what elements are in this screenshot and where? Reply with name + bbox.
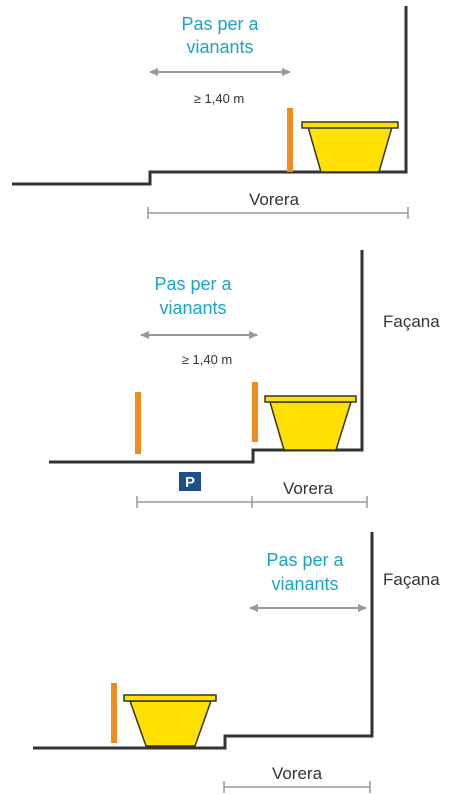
pedestrian-label-line2: vianants	[186, 37, 253, 57]
street-profile-line	[49, 250, 364, 464]
pedestrian-label-line2: vianants	[159, 298, 226, 318]
planter	[264, 395, 357, 451]
min-width-label: ≥ 1,40 m	[194, 91, 245, 106]
sidewalk-label: Vorera	[283, 479, 334, 498]
panel-2: Pas per a vianants ≥ 1,40 m Façana P Vor…	[49, 250, 440, 508]
street-profile-line	[33, 532, 374, 750]
pedestrian-label-line1: Pas per a	[181, 14, 259, 34]
bollard-post	[287, 108, 293, 172]
sidewalk-label: Vorera	[249, 190, 300, 209]
parking-sign-letter: P	[185, 474, 195, 491]
bollard-post	[135, 392, 141, 454]
sidewalk-label: Vorera	[272, 764, 323, 783]
bollard-post	[111, 683, 117, 743]
min-width-label: ≥ 1,40 m	[182, 352, 233, 367]
pedestrian-label-line2: vianants	[271, 574, 338, 594]
pedestrian-label-line1: Pas per a	[154, 274, 232, 294]
parking-sign: P	[179, 472, 201, 491]
pedestrian-label-line1: Pas per a	[266, 550, 344, 570]
planter	[301, 121, 399, 173]
facade-label: Façana	[383, 312, 440, 331]
panel-1: Pas per a vianants ≥ 1,40 m Vorera	[12, 6, 409, 219]
panel-3: Pas per a vianants Façana Vorera	[33, 532, 440, 793]
planter	[123, 694, 217, 747]
street-profile-line	[12, 6, 408, 186]
bollard-post	[252, 382, 258, 442]
facade-label: Façana	[383, 570, 440, 589]
